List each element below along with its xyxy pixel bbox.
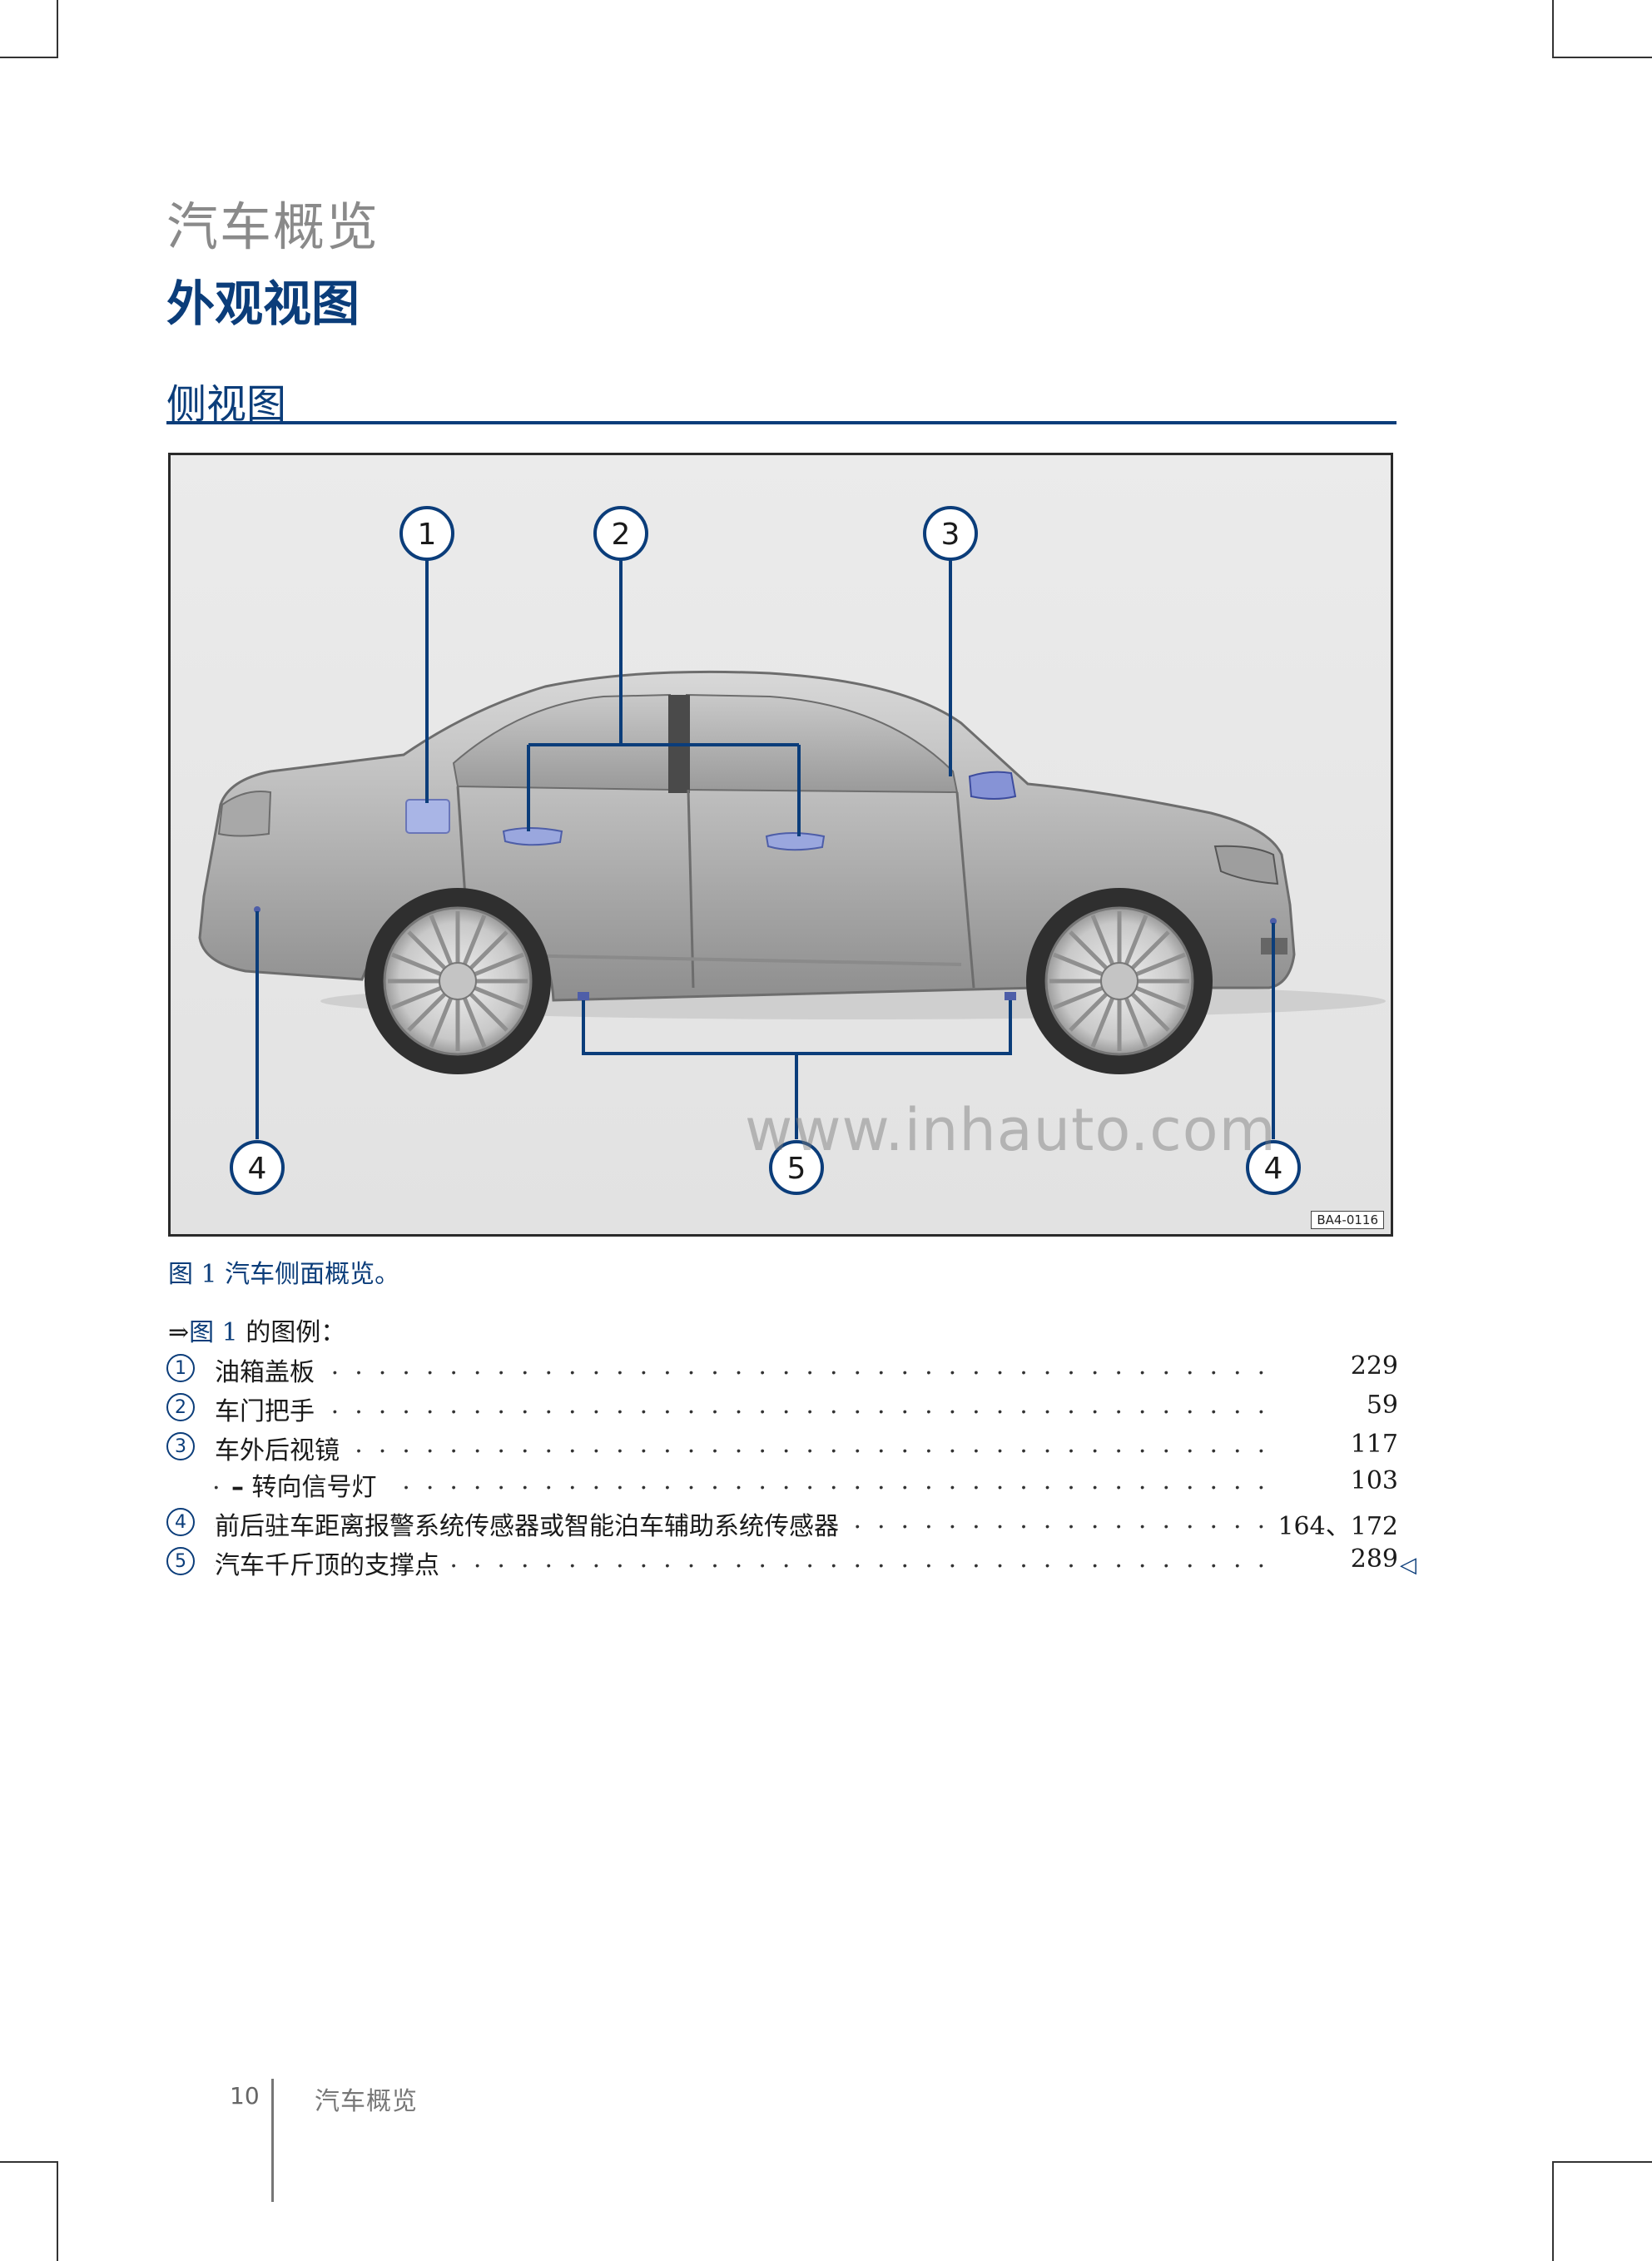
callout-2: 2 — [593, 506, 648, 561]
callout-4-rear: 4 — [230, 1140, 285, 1195]
legend-number-badge: 2 — [166, 1393, 195, 1421]
leader-dots: ........................................… — [212, 1391, 1273, 1420]
page-number: 10 — [230, 2082, 260, 2110]
leader-dots: ........................................… — [212, 1351, 1273, 1381]
leader-dots: ........................................… — [212, 1430, 1273, 1459]
footer-chapter: 汽车概览 — [315, 2087, 418, 2116]
crop-mark — [57, 0, 58, 58]
legend-number-badge: 4 — [166, 1508, 195, 1536]
legend-label: 油箱盖板 — [215, 1351, 325, 1388]
crop-mark — [0, 57, 57, 58]
footer-divider — [271, 2079, 274, 2202]
page-reference[interactable]: 117 — [1342, 1430, 1398, 1459]
crop-mark — [1552, 57, 1652, 58]
crop-mark — [57, 2161, 58, 2261]
leader-dots: ........................................… — [212, 1466, 1273, 1495]
crop-mark — [1552, 2161, 1652, 2163]
crop-mark — [0, 2161, 57, 2163]
legend-number-badge: 3 — [166, 1432, 195, 1460]
legend-subitem: ........................................… — [166, 1466, 1398, 1503]
section-divider — [166, 421, 1397, 424]
arrow-icon: ⇒ — [168, 1318, 190, 1347]
legend-item: 2 ......................................… — [166, 1391, 1398, 1427]
legend-item: 1 ......................................… — [166, 1351, 1398, 1388]
legend-intro-text: 的图例： — [237, 1318, 346, 1347]
legend-item: 5 ......................................… — [166, 1545, 1398, 1581]
legend-number-badge: 1 — [166, 1354, 195, 1382]
page-reference[interactable]: 164、172 — [1269, 1505, 1398, 1542]
svg-text:1: 1 — [418, 518, 437, 552]
callout-3: 3 — [923, 506, 978, 561]
svg-text:2: 2 — [612, 518, 631, 552]
car-body — [198, 670, 1386, 1074]
crop-mark — [1552, 2161, 1554, 2261]
car-illustration: 1 2 3 4 5 4 — [198, 506, 1386, 1195]
page-reference[interactable]: 103 — [1342, 1466, 1398, 1495]
legend-label: 车门把手 — [215, 1391, 325, 1427]
svg-text:5: 5 — [787, 1152, 806, 1186]
svg-text:4: 4 — [1264, 1152, 1283, 1186]
figure-reference-link[interactable]: 图 1 — [189, 1318, 238, 1347]
svg-text:3: 3 — [941, 518, 960, 552]
legend-sublabel: – 转向信号灯 — [231, 1466, 387, 1503]
page-reference[interactable]: 229 — [1342, 1351, 1398, 1381]
figure-caption: 图 1 汽车侧面概览。 — [168, 1260, 400, 1289]
legend-intro: ⇒图 1 的图例： — [168, 1311, 345, 1348]
legend-item: 4 ......................................… — [166, 1505, 1398, 1542]
callout-1: 1 — [399, 506, 454, 561]
callout-4-front: 4 — [1246, 1140, 1301, 1195]
legend-label: 汽车千斤顶的支撑点 — [215, 1545, 449, 1581]
legend-label: 车外后视镜 — [215, 1430, 350, 1466]
page-title: 外观视图 — [166, 275, 360, 332]
crop-mark — [1552, 0, 1554, 58]
dash-marker: – — [231, 1473, 244, 1502]
car-side-figure: 1 2 3 4 5 4 www.inhauto.com BA4-0116 — [168, 453, 1393, 1237]
section-title: 侧视图 — [166, 381, 287, 428]
page-reference[interactable]: 289 — [1342, 1545, 1398, 1574]
page-reference[interactable]: 59 — [1357, 1391, 1398, 1420]
chapter-title: 汽车概览 — [166, 196, 380, 257]
svg-text:4: 4 — [248, 1152, 267, 1186]
callout-5: 5 — [769, 1140, 824, 1195]
watermark: www.inhauto.com — [745, 1096, 1277, 1164]
callout-leaders — [255, 538, 1275, 1139]
section-end-icon: ◁ — [1400, 1553, 1416, 1578]
legend-item: 3 ......................................… — [166, 1430, 1398, 1466]
legend-number-badge: 5 — [166, 1547, 195, 1575]
figure-code: BA4-0116 — [1311, 1211, 1384, 1229]
legend-label: 前后驻车距离报警系统传感器或智能泊车辅助系统传感器 — [215, 1505, 849, 1542]
